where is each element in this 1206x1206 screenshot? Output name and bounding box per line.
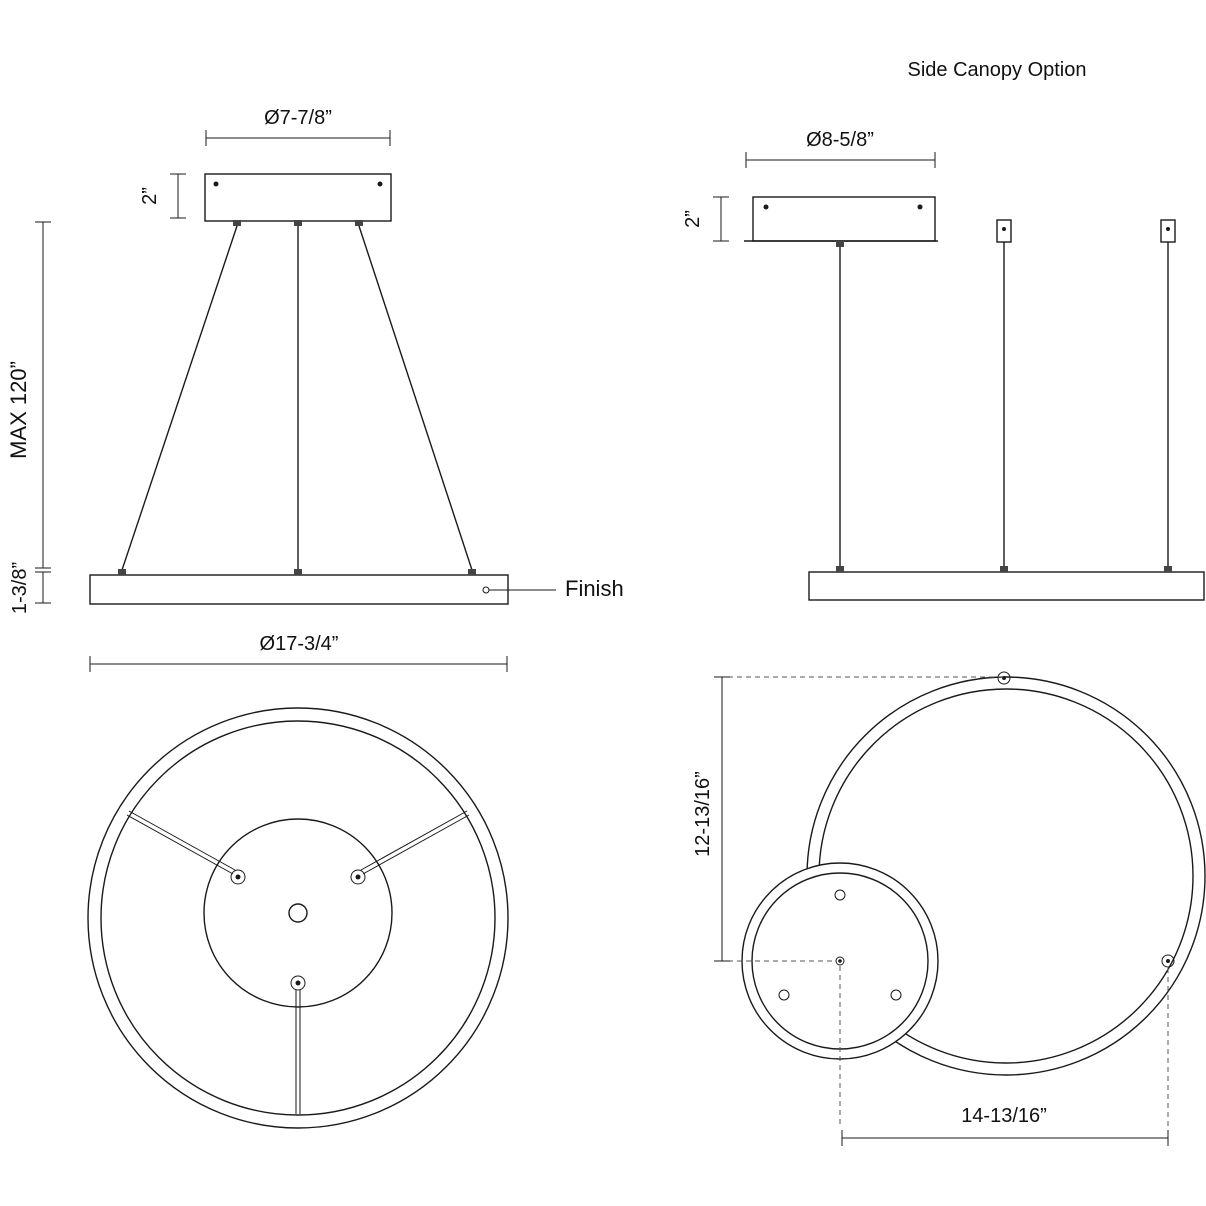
ring-diameter-label: Ø17-3/4”: [260, 633, 339, 655]
cable-right: [358, 225, 473, 571]
ring-profile: [89, 574, 509, 605]
cable-left: [121, 225, 238, 571]
side-canopy-height-label: 2”: [682, 210, 704, 228]
center-canopy-elevation: Ø7-7/8” 2” MAX 120” 1-3/8” F: [6, 107, 624, 672]
canopy-disc: [203, 818, 393, 1008]
ring-outer: [87, 707, 509, 1129]
ring-inner: [100, 720, 496, 1116]
canopy: [204, 173, 392, 222]
canopy-height-label: 2”: [139, 187, 161, 205]
side-canopy-plan: 12-13/16” 14-13/16”: [692, 671, 1206, 1146]
center-canopy-plan: [87, 707, 509, 1129]
side-ring-profile: [808, 571, 1205, 601]
finish-label: Finish: [565, 576, 624, 601]
side-canopy-elevation: Side Canopy Option Ø8-5/8” 2”: [682, 59, 1205, 601]
side-canopy-diameter-label: Ø8-5/8”: [806, 129, 874, 151]
vertical-offset-label: 12-13/16”: [692, 771, 714, 857]
side-canopy-option-title: Side Canopy Option: [907, 59, 1086, 81]
horizontal-offset-label: 14-13/16”: [961, 1105, 1047, 1127]
max-length-label: MAX 120”: [6, 361, 31, 459]
ring-height-label: 1-3/8”: [9, 562, 31, 614]
canopy-diameter-label: Ø7-7/8”: [264, 107, 332, 129]
side-canopy: [752, 196, 936, 242]
